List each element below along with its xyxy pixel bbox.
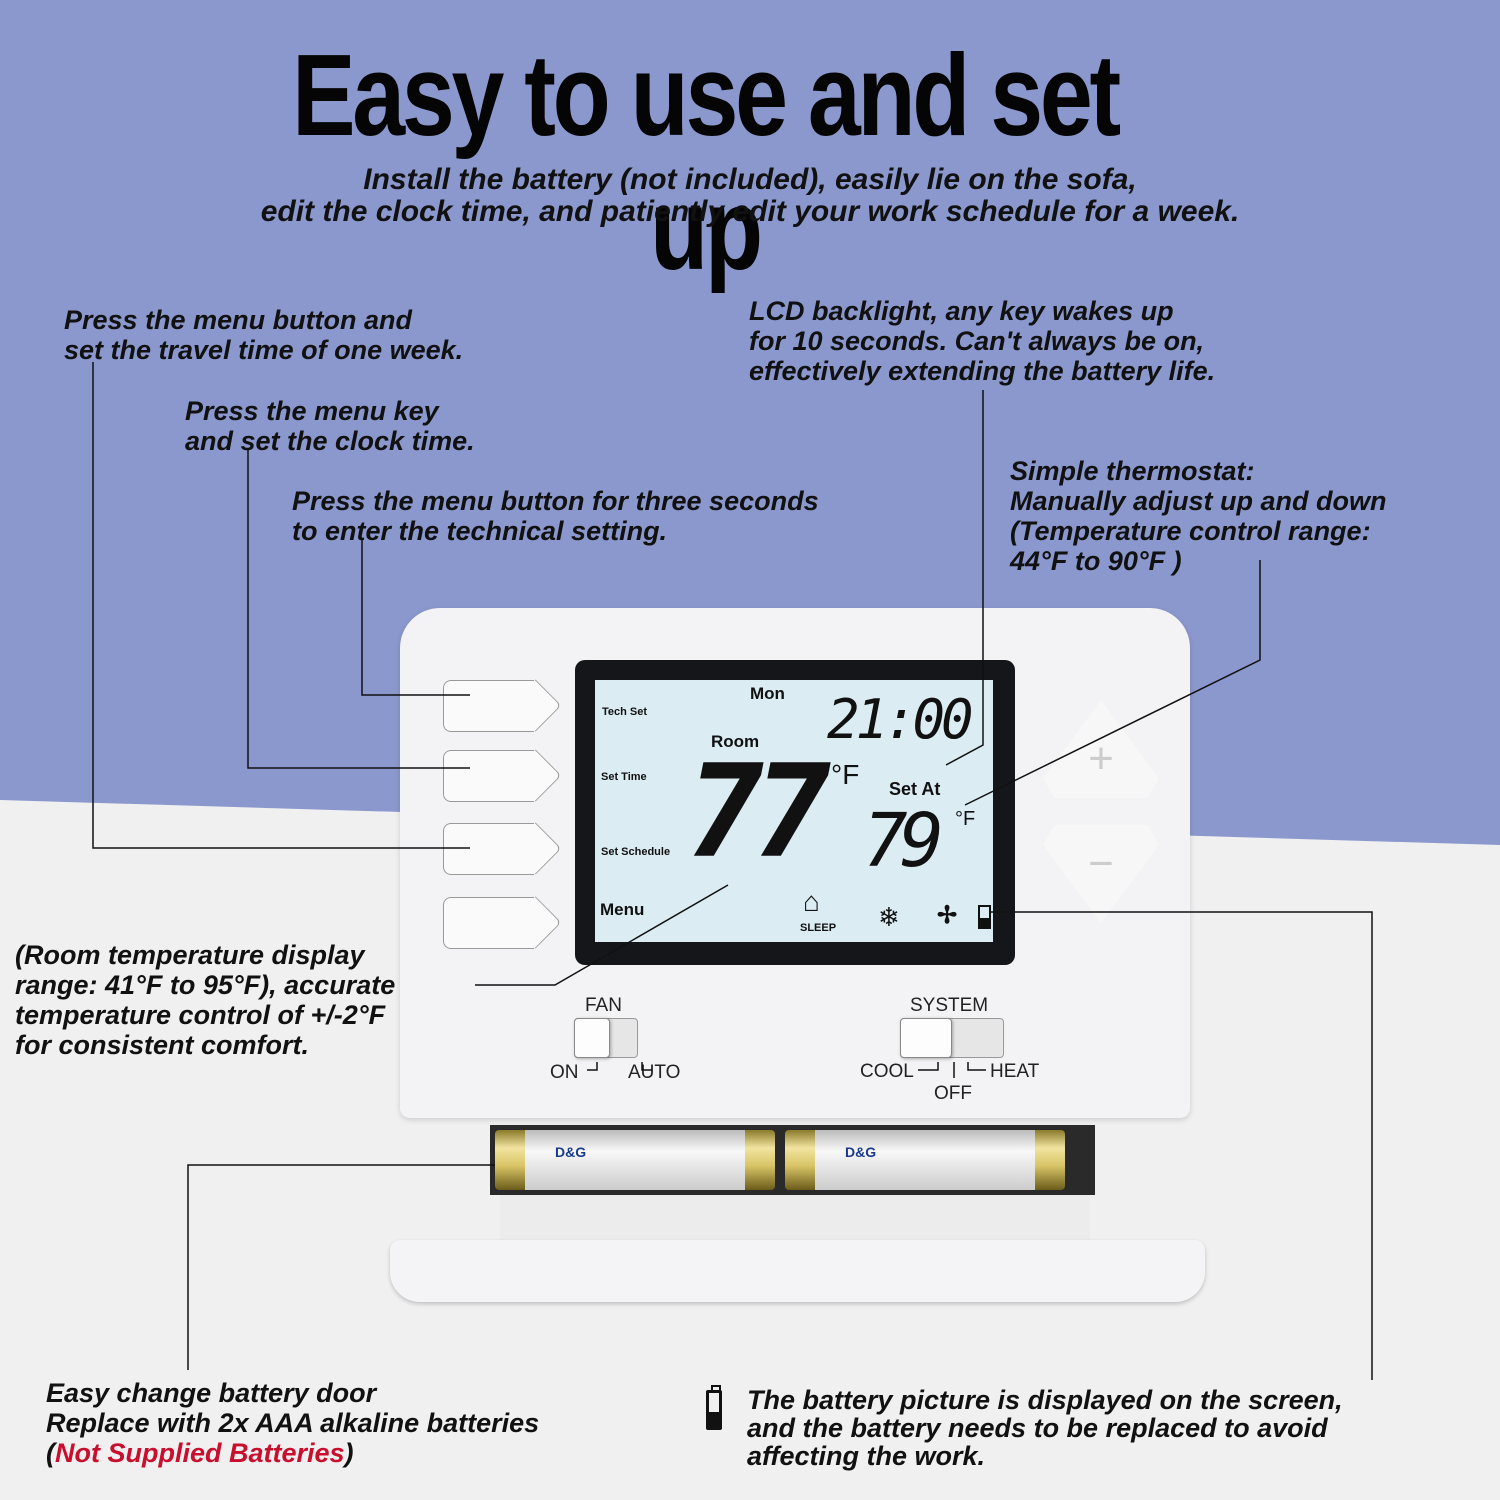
callout-text: range: 41°F to 95°F), accurate [15, 970, 396, 1000]
leader-line [964, 560, 1261, 806]
sleep-label: SLEEP [800, 922, 837, 934]
callout-text: for consistent comfort. [15, 1030, 310, 1060]
callout-text: ( [46, 1438, 55, 1468]
callout-text: Press the menu key [185, 396, 439, 426]
subtitle-line2: edit the clock time, and patiently edit … [260, 195, 1240, 228]
callout-text: effectively extending the battery life. [749, 356, 1216, 386]
fan-switch[interactable] [574, 1018, 638, 1058]
callout-text: Manually adjust up and down [1010, 486, 1387, 516]
callout-text: Press the menu button and [64, 305, 413, 335]
room-temperature: 77 [687, 738, 831, 887]
callout-text: temperature control of +/-2°F [15, 1000, 386, 1030]
fan-on-label: ON [550, 1062, 579, 1083]
switch-marker [918, 1062, 939, 1071]
tech-set-button[interactable] [443, 680, 534, 732]
switch-marker [587, 1062, 598, 1071]
set-temperature: 79 [863, 798, 944, 884]
cool-label: COOL [860, 1061, 914, 1082]
callout-text: Press the menu button for three seconds [292, 486, 819, 516]
callout-tech: Press the menu button for three seconds … [292, 486, 819, 546]
callout-backlight: LCD backlight, any key wakes up for 10 s… [749, 296, 1215, 386]
battery-brand: D&G [845, 1144, 877, 1160]
callout-room: (Room temperature display range: 41°F to… [15, 940, 395, 1060]
set-schedule-button[interactable] [443, 823, 534, 875]
off-label: OFF [934, 1083, 972, 1104]
subtitle-line1: Install the battery (not included), easi… [363, 163, 1137, 196]
switch-marker [967, 1062, 986, 1071]
system-switch[interactable] [900, 1018, 1004, 1058]
battery-icon [706, 1385, 722, 1430]
battery-hinge-area [500, 1195, 1090, 1245]
aaa-battery: D&G [495, 1130, 775, 1190]
battery-door[interactable] [390, 1240, 1205, 1302]
callout-text: (Temperature control range: [1010, 516, 1371, 546]
leader-line [361, 540, 470, 696]
leader-line [247, 450, 470, 769]
system-label: SYSTEM [910, 995, 989, 1016]
leader-line [475, 884, 729, 986]
set-unit: °F [955, 808, 976, 830]
battery-low-icon [978, 905, 991, 929]
heat-label: HEAT [990, 1061, 1040, 1082]
leader-line [92, 362, 470, 849]
callout-text: and set the clock time. [185, 426, 475, 456]
callout-text: set the travel time of one week. [64, 335, 464, 365]
callout-text: (Room temperature display [15, 940, 365, 970]
callout-text: Easy change battery door [46, 1378, 377, 1408]
set-schedule-label: Set Schedule [601, 846, 671, 858]
callout-travel: Press the menu button and set the travel… [64, 305, 463, 365]
room-unit: °F [831, 759, 860, 790]
callout-text: Replace with 2x AAA alkaline batteries [46, 1408, 540, 1438]
switch-marker [641, 1062, 652, 1071]
day-label: Mon [750, 684, 785, 703]
callout-battery-screen: The battery picture is displayed on the … [747, 1386, 1343, 1470]
tech-set-label: Tech Set [602, 706, 648, 718]
fan-icon: ✢ [937, 902, 958, 929]
callout-text: ) [344, 1438, 354, 1468]
callout-text: to enter the technical setting. [292, 516, 668, 546]
fan-label: FAN [585, 995, 622, 1016]
house-moon-icon: ⌂ [803, 886, 820, 917]
callout-text: and the battery needs to be replaced to … [747, 1413, 1328, 1443]
callout-door: Easy change battery door Replace with 2x… [46, 1378, 539, 1468]
callout-clock: Press the menu key and set the clock tim… [185, 396, 475, 456]
battery-compartment: D&G D&G [490, 1125, 1095, 1195]
set-at-label: Set At [889, 779, 941, 799]
clock-time: 21:00 [827, 688, 974, 751]
callout-text: affecting the work. [747, 1441, 986, 1471]
lcd-display: Mon Tech Set Set Time Set Schedule Menu … [575, 660, 1015, 965]
room-label: Room [711, 732, 760, 751]
lcd-screen: Mon Tech Set Set Time Set Schedule Menu … [595, 680, 993, 942]
minus-icon: − [1088, 839, 1114, 888]
callout-text: Simple thermostat: [1010, 456, 1255, 486]
callout-text: The battery picture is displayed on the … [747, 1385, 1343, 1415]
menu-button[interactable] [443, 897, 534, 949]
menu-label: Menu [600, 900, 645, 919]
callout-simple: Simple thermostat: Manually adjust up an… [1010, 456, 1387, 576]
fan-auto-label: AUTO [628, 1062, 681, 1083]
callout-text: for 10 seconds. Can't always be on, [749, 326, 1205, 356]
callout-text: LCD backlight, any key wakes up [749, 296, 1174, 326]
set-time-button[interactable] [443, 750, 534, 802]
aaa-battery: D&G [785, 1130, 1065, 1190]
callout-text: 44°F to 90°F ) [1010, 546, 1182, 576]
headline: Easy to use and set up [292, 30, 1121, 294]
leader-line [945, 390, 984, 766]
warning-text: Not Supplied Batteries [55, 1438, 345, 1468]
set-time-label: Set Time [601, 771, 647, 783]
leader-line [990, 911, 1373, 1380]
leader-line [187, 1164, 495, 1370]
snowflake-icon: ❄ [878, 902, 900, 932]
battery-brand: D&G [555, 1144, 587, 1160]
